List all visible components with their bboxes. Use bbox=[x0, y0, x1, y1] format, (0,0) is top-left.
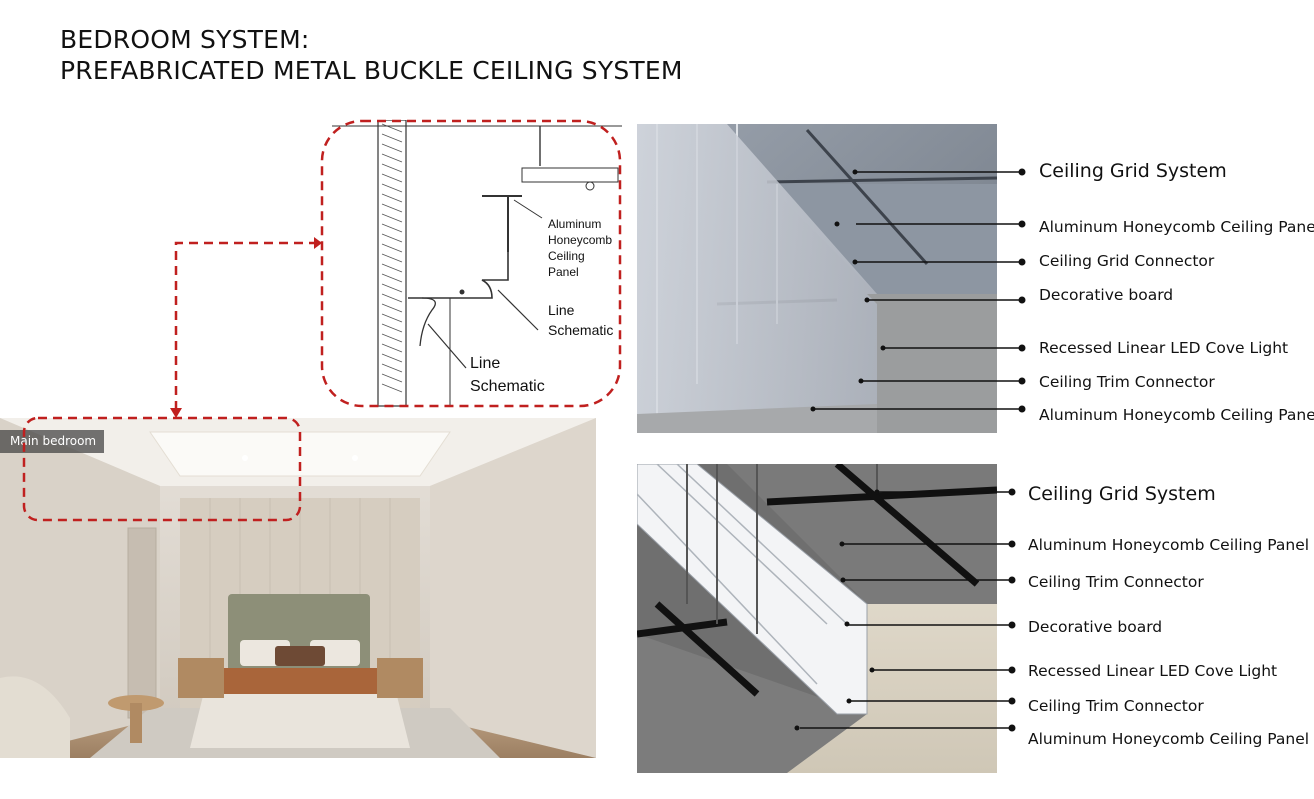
callout-line: Line bbox=[548, 302, 575, 318]
callout-line: Panel bbox=[548, 265, 579, 279]
top-label-aluminum-panel-lower: Aluminum Honeycomb Ceiling Panel bbox=[1039, 406, 1314, 424]
connector-path bbox=[174, 241, 314, 410]
callout-line: Ceiling bbox=[548, 249, 585, 263]
bottom-label-trim-connector-lower: Ceiling Trim Connector bbox=[1028, 697, 1204, 715]
bottom-label-aluminum-panel-lower: Aluminum Honeycomb Ceiling Panel bbox=[1028, 730, 1310, 748]
bottom-label-decorative-board: Decorative board bbox=[1028, 618, 1163, 636]
section-detail-drawing bbox=[332, 120, 622, 407]
detail-highlight-frame bbox=[320, 119, 622, 408]
callout-line: Schematic bbox=[470, 378, 545, 395]
ceiling-highlight-frame bbox=[22, 416, 302, 522]
bottom-label-led-cove-light: Recessed Linear LED Cove Light bbox=[1028, 662, 1278, 680]
arrow-head-down bbox=[170, 408, 182, 418]
top-label-led-cove-light: Recessed Linear LED Cove Light bbox=[1039, 339, 1289, 357]
photo-tag: Main bedroom bbox=[0, 430, 105, 453]
page-title: BEDROOM SYSTEM: PREFABRICATED METAL BUCK… bbox=[60, 24, 683, 86]
callout-aluminum-panel: Aluminum Honeycomb Ceiling Panel bbox=[548, 216, 612, 280]
diagram-bottom-leaders bbox=[800, 488, 1016, 732]
callout-line: Honeycomb bbox=[548, 233, 613, 247]
title-line-1: BEDROOM SYSTEM: bbox=[60, 25, 310, 54]
diagram-top-leaders bbox=[814, 168, 1026, 413]
top-label-decorative-board: Decorative board bbox=[1039, 286, 1174, 304]
top-label-trim-connector: Ceiling Trim Connector bbox=[1039, 373, 1215, 391]
top-label-aluminum-panel: Aluminum Honeycomb Ceiling Panel bbox=[1039, 218, 1314, 236]
bottom-label-trim-connector: Ceiling Trim Connector bbox=[1028, 573, 1204, 591]
callout-line-schematic-2: Line Schematic bbox=[470, 352, 545, 398]
callout-line: Line bbox=[470, 355, 501, 372]
bedroom-photo bbox=[0, 418, 596, 758]
callout-line: Aluminum bbox=[548, 217, 602, 231]
callout-line: Schematic bbox=[548, 322, 614, 338]
callout-line-schematic-1: Line Schematic bbox=[548, 300, 613, 340]
diagram-bottom-render bbox=[637, 464, 997, 773]
highlight-overlay bbox=[22, 119, 622, 522]
bottom-label-aluminum-panel: Aluminum Honeycomb Ceiling Panel bbox=[1028, 536, 1310, 554]
top-label-ceiling-grid-system: Ceiling Grid System bbox=[1039, 160, 1227, 182]
arrow-head-right bbox=[314, 237, 322, 249]
bottom-label-ceiling-grid-system: Ceiling Grid System bbox=[1028, 483, 1216, 505]
title-line-2: PREFABRICATED METAL BUCKLE CEILING SYSTE… bbox=[60, 56, 683, 85]
top-label-grid-connector: Ceiling Grid Connector bbox=[1039, 252, 1215, 270]
